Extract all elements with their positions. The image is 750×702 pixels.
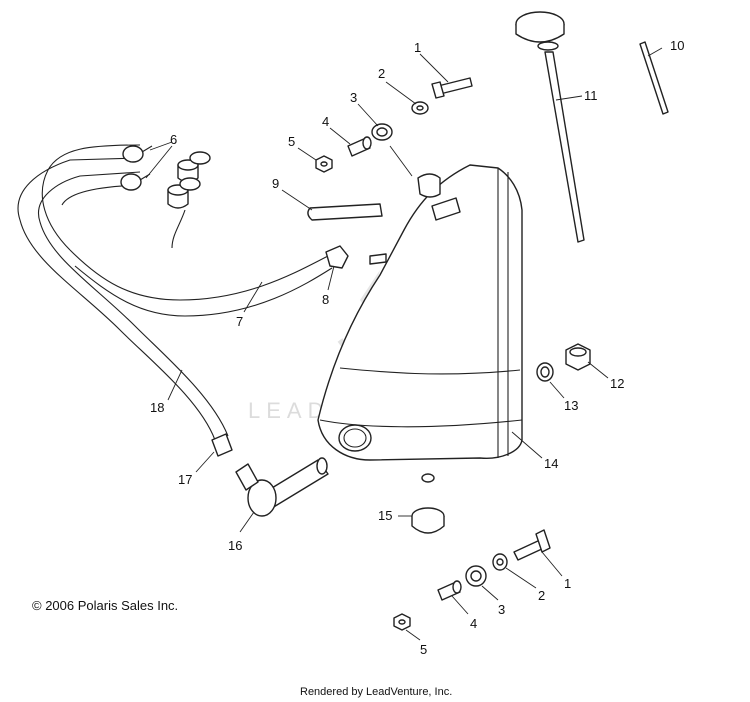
dipstick-11: [515, 11, 585, 243]
callout-5-top: 5: [288, 134, 295, 149]
bolt-1-top: [431, 77, 473, 99]
callout-5-bottom: 5: [420, 642, 427, 657]
bushing-3-bottom: [465, 565, 487, 587]
washer-13: [536, 362, 554, 382]
callout-9: 9: [272, 176, 279, 191]
callout-17: 17: [178, 472, 192, 487]
nut-5-top: [315, 155, 333, 173]
callout-2-bottom: 2: [538, 588, 545, 603]
rendered-by-credit: Rendered by LeadVenture, Inc.: [300, 686, 452, 698]
callout-1-top: 1: [414, 40, 421, 55]
fitting-8: [325, 245, 387, 269]
clamps-6: [120, 145, 153, 191]
callout-11: 11: [584, 88, 598, 103]
connector-17: [211, 433, 233, 457]
oil-tank-14: [317, 164, 523, 483]
callout-6: 6: [170, 132, 177, 147]
callout-4-bottom: 4: [470, 616, 477, 631]
plug-15: [411, 507, 445, 534]
caps-6: [167, 151, 211, 249]
callout-8: 8: [322, 292, 329, 307]
callout-1-bottom: 1: [564, 576, 571, 591]
leader-lines: [145, 47, 663, 641]
hose-7: [69, 249, 333, 317]
copyright-notice: © 2006 Polaris Sales Inc.: [32, 598, 178, 613]
rod-10: [639, 41, 669, 115]
spacer-4-bottom: [437, 580, 462, 601]
callout-labels: 1 2 3 4 5 6 7 8 9 10 11 12 13 14 15 16 1…: [150, 38, 684, 657]
callout-10: 10: [670, 38, 684, 53]
callout-18: 18: [150, 400, 164, 415]
bushing-3-top: [371, 123, 393, 141]
fitting-12: [565, 343, 591, 371]
spacer-4-top: [347, 136, 372, 157]
callout-2-top: 2: [378, 66, 385, 81]
callout-3-top: 3: [350, 90, 357, 105]
bolt-1-bottom: [513, 529, 551, 561]
callout-16: 16: [228, 538, 242, 553]
callout-12: 12: [610, 376, 624, 391]
washer-2-bottom: [492, 553, 508, 571]
callout-3-bottom: 3: [498, 602, 505, 617]
hose-9: [307, 203, 383, 221]
elbow-16: [235, 457, 329, 517]
callout-14: 14: [544, 456, 558, 471]
callout-4-top: 4: [322, 114, 329, 129]
callout-7: 7: [236, 314, 243, 329]
washer-2-top: [411, 101, 429, 115]
callout-15: 15: [378, 508, 392, 523]
callout-13: 13: [564, 398, 578, 413]
nut-5-bottom: [393, 613, 411, 631]
